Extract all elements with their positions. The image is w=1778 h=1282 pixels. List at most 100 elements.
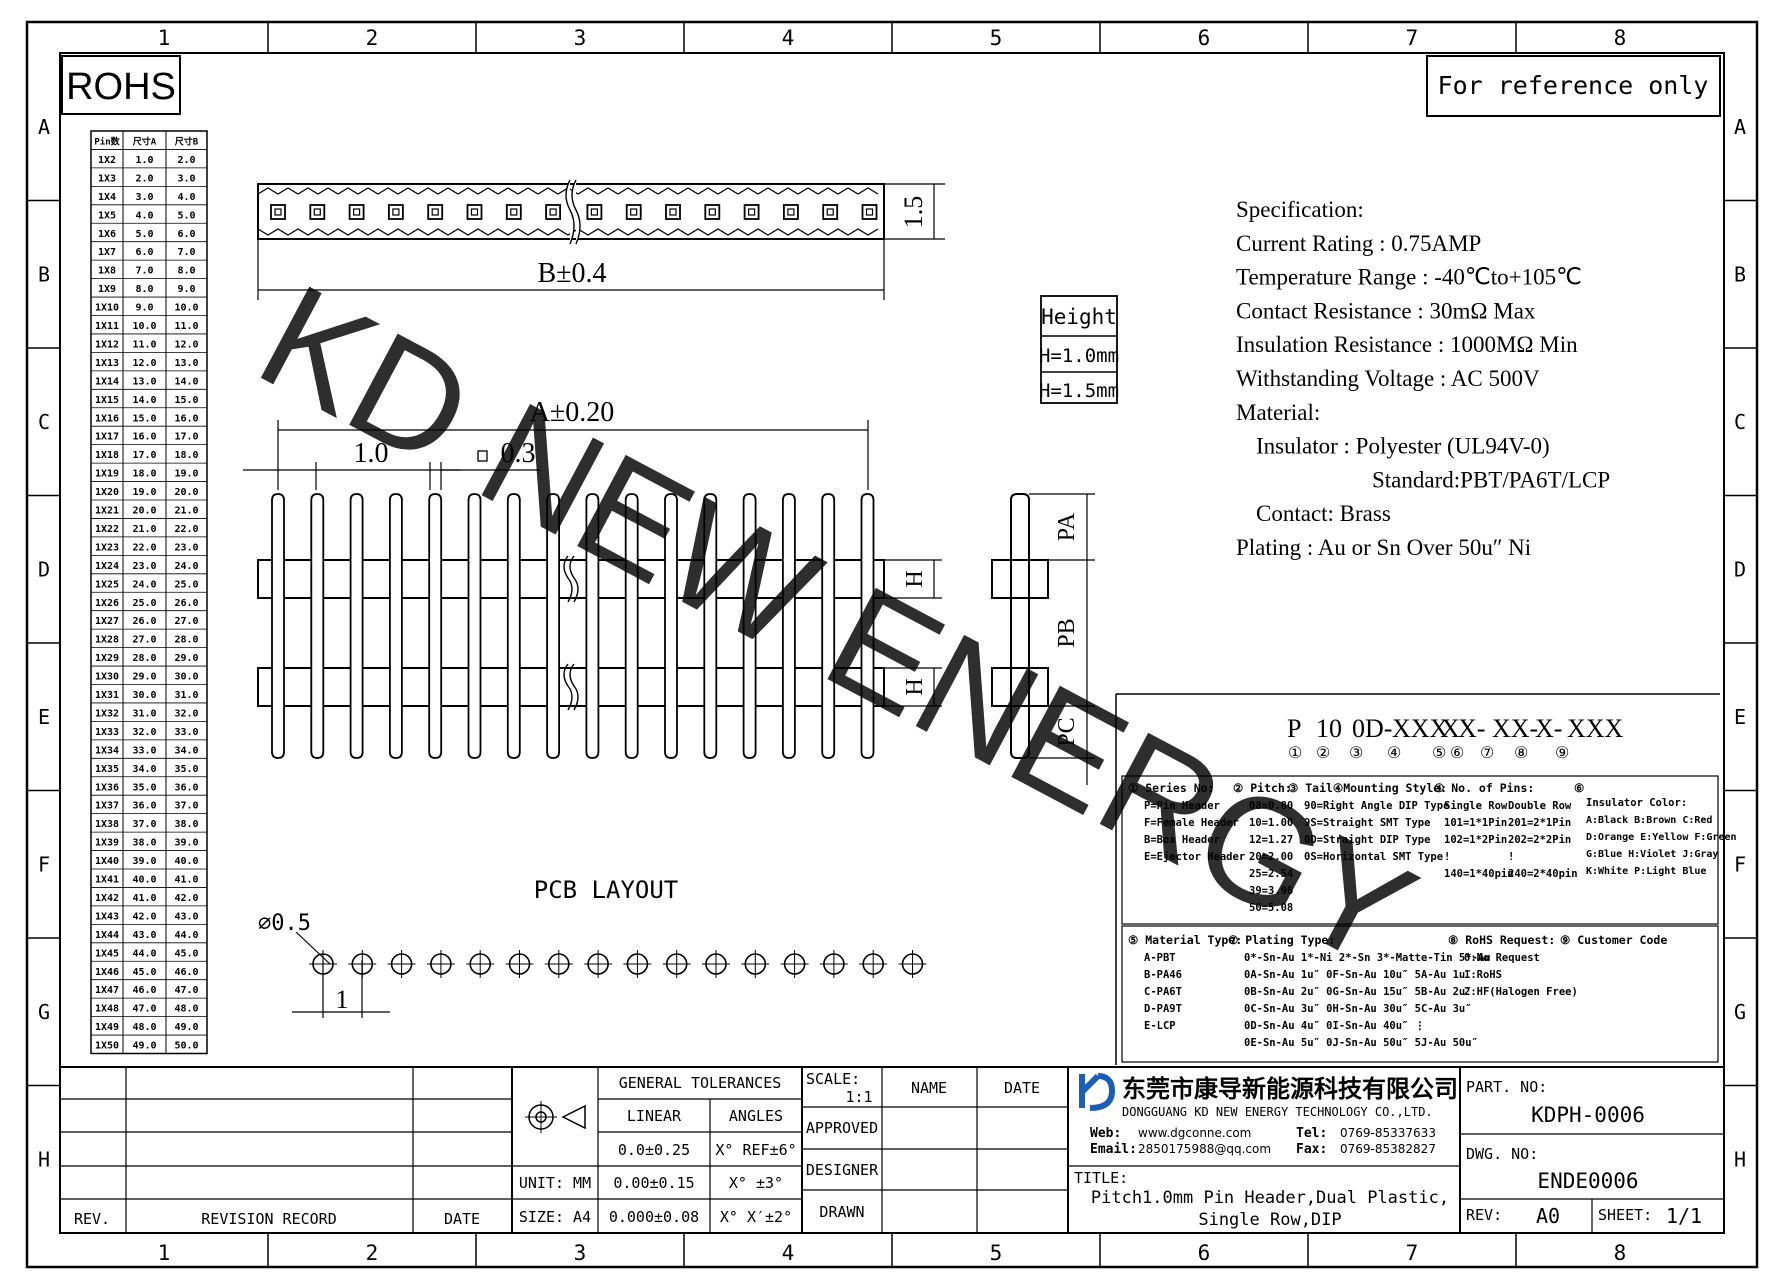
- pin-table-cell: 1X4: [98, 192, 116, 203]
- tb-email: 2850175988@qq.com: [1138, 1142, 1271, 1156]
- rohs-label: ROHS: [66, 66, 176, 108]
- tb-company-en: DONGGUANG KD NEW ENERGY TECHNOLOGY CO.,L…: [1122, 1105, 1433, 1119]
- tb-dwg-no-label: DWG. NO:: [1466, 1145, 1538, 1163]
- front-pin: [271, 493, 285, 759]
- legend-item: 101=1*1Pin: [1444, 817, 1507, 829]
- tb-tol-angle-3: X° X′±2°: [720, 1208, 792, 1226]
- zone-col-label: 6: [1198, 26, 1211, 50]
- pin-table-cell: 1X40: [95, 856, 119, 867]
- pin-table-cell: 22.0: [132, 542, 156, 553]
- pin-table-cell: 6.0: [135, 247, 153, 258]
- legend-title: ⑥: [1574, 781, 1585, 795]
- legend-item: 25=2.54: [1249, 868, 1293, 880]
- part-code-index: ①: [1288, 743, 1302, 762]
- part-code-index: ⑤: [1432, 743, 1446, 762]
- pin-table-cell: 1X5: [98, 210, 116, 221]
- pin-table-cell: 1X2: [98, 155, 116, 166]
- legend-item: E-LCP: [1144, 1020, 1176, 1032]
- part-code-index: ②: [1316, 743, 1330, 762]
- part-code-segment: P: [1287, 714, 1301, 743]
- legend-subheader: Insulator Color:: [1586, 797, 1687, 809]
- tb-fax-label: Fax:: [1296, 1142, 1327, 1157]
- legend-item: B-PA46: [1144, 969, 1182, 981]
- legend-item: A-PBT: [1144, 952, 1176, 964]
- part-code-index: ⑦: [1480, 743, 1494, 762]
- top-hole-inner: [708, 208, 716, 216]
- pin-table-cell: 30.0: [132, 690, 156, 701]
- legend-item: 50=5.08: [1249, 902, 1293, 914]
- front-pin: [703, 493, 718, 759]
- pin-table-cell: 48.0: [132, 1022, 156, 1033]
- zone-row-label: F: [1734, 852, 1746, 876]
- pin-table-cell: 1X20: [95, 487, 119, 498]
- pin-table-cell: 1X45: [95, 948, 119, 959]
- pin-table-cell: 1X34: [95, 745, 119, 756]
- specification-block: Specification:Current Rating : 0.75AMPTe…: [1236, 197, 1610, 560]
- dim-h2-label: H: [902, 678, 928, 695]
- legend-title: ⑨ Customer Code: [1560, 933, 1667, 947]
- top-view-drawing: 1.5 B±0.4: [257, 179, 945, 300]
- tb-rev-date: DATE: [444, 1210, 480, 1228]
- tb-title-line1: Pitch1.0mm Pin Header,Dual Plastic,: [1091, 1188, 1449, 1208]
- legend-item: 0C-Sn-Au 3u″ 0H-Sn-Au 30u″ 5C-Au 3u″: [1244, 1003, 1472, 1015]
- company-logo-icon: [1079, 1073, 1116, 1111]
- pin-table-cell: 1X47: [95, 985, 119, 996]
- height-row-1: H=1.0mm: [1039, 345, 1119, 367]
- legend-item: 0A-Sn-Au 1u″ 0F-Sn-Au 10u″ 5A-Au 1u″: [1244, 969, 1472, 981]
- logo-k-stroke: [1079, 1073, 1101, 1108]
- top-hole-inner: [865, 208, 874, 216]
- legend-item: 0D=Straight DIP Type: [1304, 834, 1430, 846]
- pin-table-cell: 44.0: [174, 930, 198, 941]
- title-block: REV. REVISION RECORD DATE UNIT: MM SIZE:…: [60, 1066, 1724, 1233]
- tb-revision-record: REVISION RECORD: [201, 1210, 336, 1228]
- tb-tol-angle-2: X° ±3°: [729, 1174, 783, 1192]
- tb-sheet-value: 1/1: [1666, 1204, 1702, 1228]
- top-hole: [783, 204, 799, 220]
- part-code-index: ③: [1349, 743, 1363, 762]
- pin-table-cell: 1X26: [95, 598, 119, 609]
- front-pin: [467, 493, 482, 759]
- pin-table-cell: 1X25: [95, 579, 119, 590]
- pin-table-cell: 36.0: [174, 782, 198, 793]
- pin-table-cell: 38.0: [132, 838, 156, 849]
- top-view-zigzag-bottom: [257, 228, 879, 236]
- pin-table-cell: 43.0: [132, 930, 156, 941]
- pin-table-cell: 15.0: [174, 395, 198, 406]
- tb-tel-label: Tel:: [1296, 1126, 1327, 1141]
- legend-item: B=Box Header: [1144, 834, 1220, 846]
- dim-pin-size-label: 0.3: [501, 438, 536, 469]
- part-code-index: ⑥: [1450, 743, 1464, 762]
- spec-line: Insulation Resistance : 1000MΩ Min: [1236, 332, 1578, 357]
- legend-item: 08=0.80: [1249, 800, 1293, 812]
- front-pin: [585, 493, 600, 759]
- pin-table-cell: 16.0: [174, 413, 198, 424]
- pin-table-cell: 28.0: [132, 653, 156, 664]
- legend-subheader: Double Row: [1508, 800, 1572, 812]
- top-hole: [586, 204, 603, 220]
- pin-table-cell: 33.0: [174, 727, 198, 738]
- pin-table-cell: 1.0: [135, 155, 153, 166]
- pin-table-cell: 40.0: [174, 856, 198, 867]
- pin-table-cell: 34.0: [174, 745, 198, 756]
- pin-table-cell: 1X41: [95, 875, 119, 886]
- part-code-segment: X: [1441, 714, 1460, 743]
- tb-fax: 0769-85382827: [1340, 1142, 1436, 1156]
- pin-table-cell: 1X42: [95, 893, 119, 904]
- pin-table-header: Pin数: [94, 136, 120, 148]
- pin-table-cell: 8.0: [135, 284, 153, 295]
- legend-item: D:Orange E:Yellow F:Green: [1586, 832, 1737, 843]
- spec-line: Withstanding Voltage : AC 500V: [1236, 366, 1540, 391]
- tb-approved: APPROVED: [806, 1119, 878, 1137]
- tb-web: www.dgconne.com: [1138, 1126, 1251, 1140]
- legend-item: G:Blue H:Violet J:Gray: [1586, 848, 1718, 860]
- top-hole: [387, 204, 404, 220]
- pin-table-cell: 7.0: [177, 247, 195, 258]
- top-hole-inner: [392, 208, 400, 216]
- part-code-segment: 0D-: [1352, 714, 1392, 743]
- dim-1-5-label: 1.5: [899, 196, 928, 229]
- part-code-index: ⑧: [1514, 743, 1528, 762]
- zone-row-label: F: [38, 852, 50, 876]
